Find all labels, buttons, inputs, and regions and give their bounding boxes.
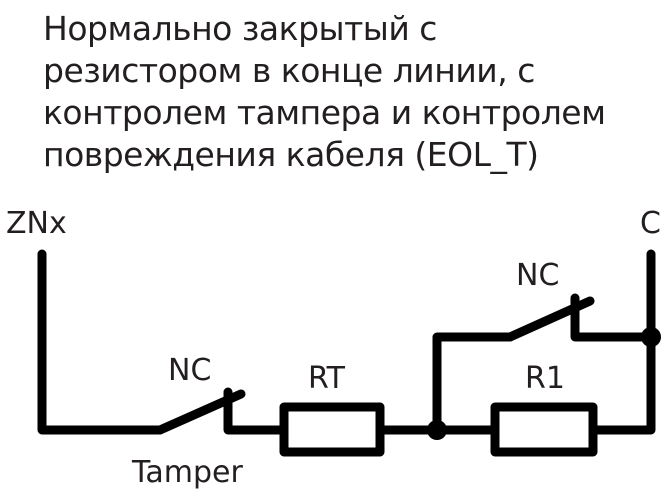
wire-r1-c — [588, 249, 656, 435]
damage-switch-contact — [570, 293, 656, 342]
title-line-3: контролем тампера и контролем — [43, 93, 606, 132]
junction-dot-left — [427, 420, 447, 440]
tamper-switch-contact — [223, 387, 289, 435]
terminal-c-label: C — [640, 206, 661, 241]
tamper-nc-label: NC — [168, 353, 211, 388]
title-line-1: Нормально закрытый с — [43, 9, 437, 48]
wire-znx — [37, 249, 165, 435]
terminal-znx-label: ZNx — [6, 206, 67, 241]
junction-dot-right — [641, 327, 661, 347]
damage-nc-label: NC — [516, 258, 559, 293]
tamper-label: Tamper — [131, 455, 243, 490]
resistor-r1-body — [490, 402, 598, 457]
diagram-title: Нормально закрытый с резистором в конце … — [43, 8, 663, 176]
wire-top-branch — [432, 332, 515, 435]
resistor-rt-body — [279, 402, 385, 457]
title-line-4: повреждения кабеля (EOL_T) — [43, 135, 539, 174]
resistor-r1-label: R1 — [525, 361, 565, 396]
resistor-rt-label: RT — [308, 361, 346, 396]
title-line-2: резистором в конце линии, с — [43, 51, 535, 90]
